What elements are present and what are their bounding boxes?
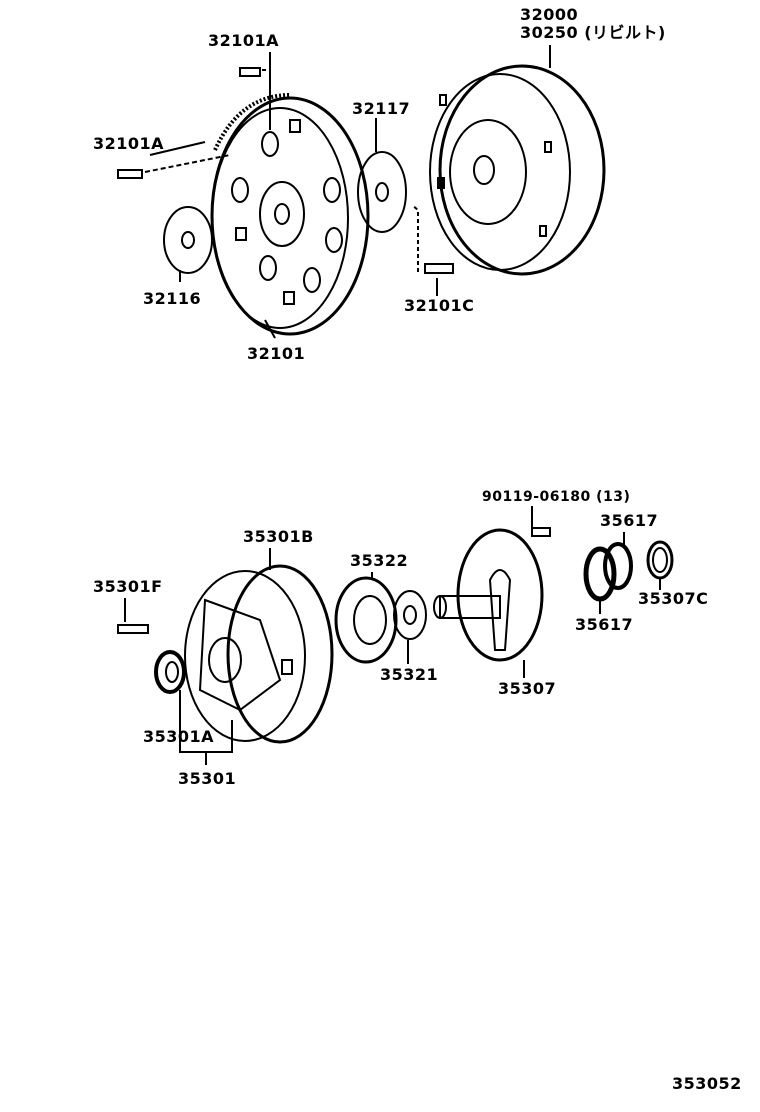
part-label-32101a-left: 32101A [93, 134, 165, 153]
oil-pump-body [184, 564, 334, 744]
bolt [117, 169, 143, 179]
part-label-35301: 35301 [178, 769, 237, 788]
part-label-35307c: 35307C [638, 589, 709, 608]
bolt [424, 263, 454, 274]
oil-seal [154, 650, 186, 694]
torque-converter [429, 64, 606, 276]
part-label-32116: 32116 [143, 289, 202, 308]
part-label-32101a-top: 32101A [208, 31, 280, 50]
part-label-30250: 30250 (リビルト) [520, 23, 666, 42]
part-label-32000: 32000 [520, 5, 579, 24]
stator-shaft [433, 528, 544, 662]
part-label-90119: 90119-06180 (13) [482, 489, 631, 505]
spacer-plate [163, 206, 213, 274]
part-label-32101c: 32101C [404, 296, 475, 315]
part-label-35301f: 35301F [93, 577, 163, 596]
part-label-35301a: 35301A [143, 727, 215, 746]
part-label-32101: 32101 [247, 344, 306, 363]
part-label-35321: 35321 [380, 665, 439, 684]
bolt [117, 624, 149, 634]
part-label-35617-bottom: 35617 [575, 615, 634, 634]
part-label-35322: 35322 [350, 551, 409, 570]
drive-gear [393, 590, 427, 640]
seal-ring [583, 546, 617, 602]
part-label-35307: 35307 [498, 679, 557, 698]
seal-ring [603, 542, 633, 590]
bolt [239, 67, 261, 77]
bolt [531, 527, 551, 537]
part-label-35301b: 35301B [243, 527, 314, 546]
part-label-35617-top: 35617 [600, 511, 659, 530]
spacer-plate [357, 151, 407, 233]
driven-gear [334, 576, 398, 664]
diagram-id: 353052 [672, 1074, 742, 1093]
drive-plate [210, 93, 370, 336]
part-label-32117: 32117 [352, 99, 411, 118]
